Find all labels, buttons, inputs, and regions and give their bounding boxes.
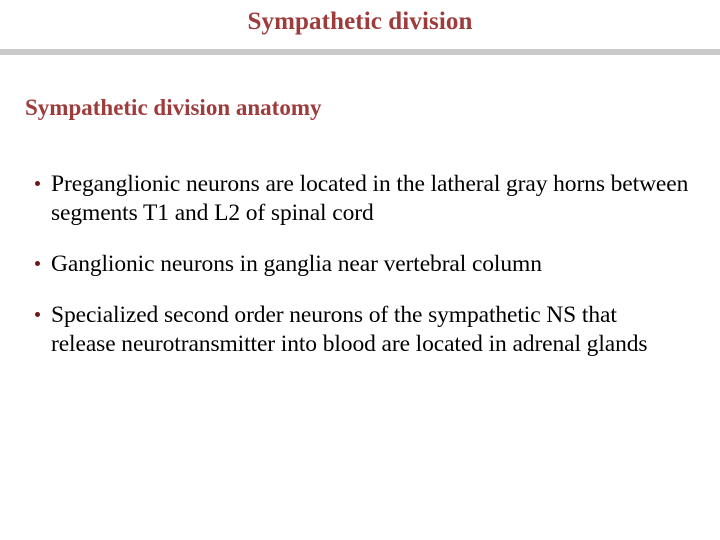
bullet-dot-icon [25, 170, 51, 186]
list-item: Ganglionic neurons in ganglia near verte… [25, 250, 697, 279]
list-item: Preganglionic neurons are located in the… [25, 170, 697, 228]
list-item-text: Ganglionic neurons in ganglia near verte… [51, 251, 542, 277]
list-item-text: Preganglionic neurons are located in the… [51, 171, 689, 226]
title-divider [0, 49, 720, 55]
list-item-text: Specialized second order neurons of the … [51, 302, 648, 357]
section-heading: Sympathetic division anatomy [25, 95, 322, 120]
bullet-dot-icon [25, 250, 51, 266]
bullet-dot-icon [25, 301, 51, 317]
bullet-list: Preganglionic neurons are located in the… [25, 170, 697, 359]
list-item: Specialized second order neurons of the … [25, 301, 697, 359]
page-title: Sympathetic division [247, 8, 473, 35]
